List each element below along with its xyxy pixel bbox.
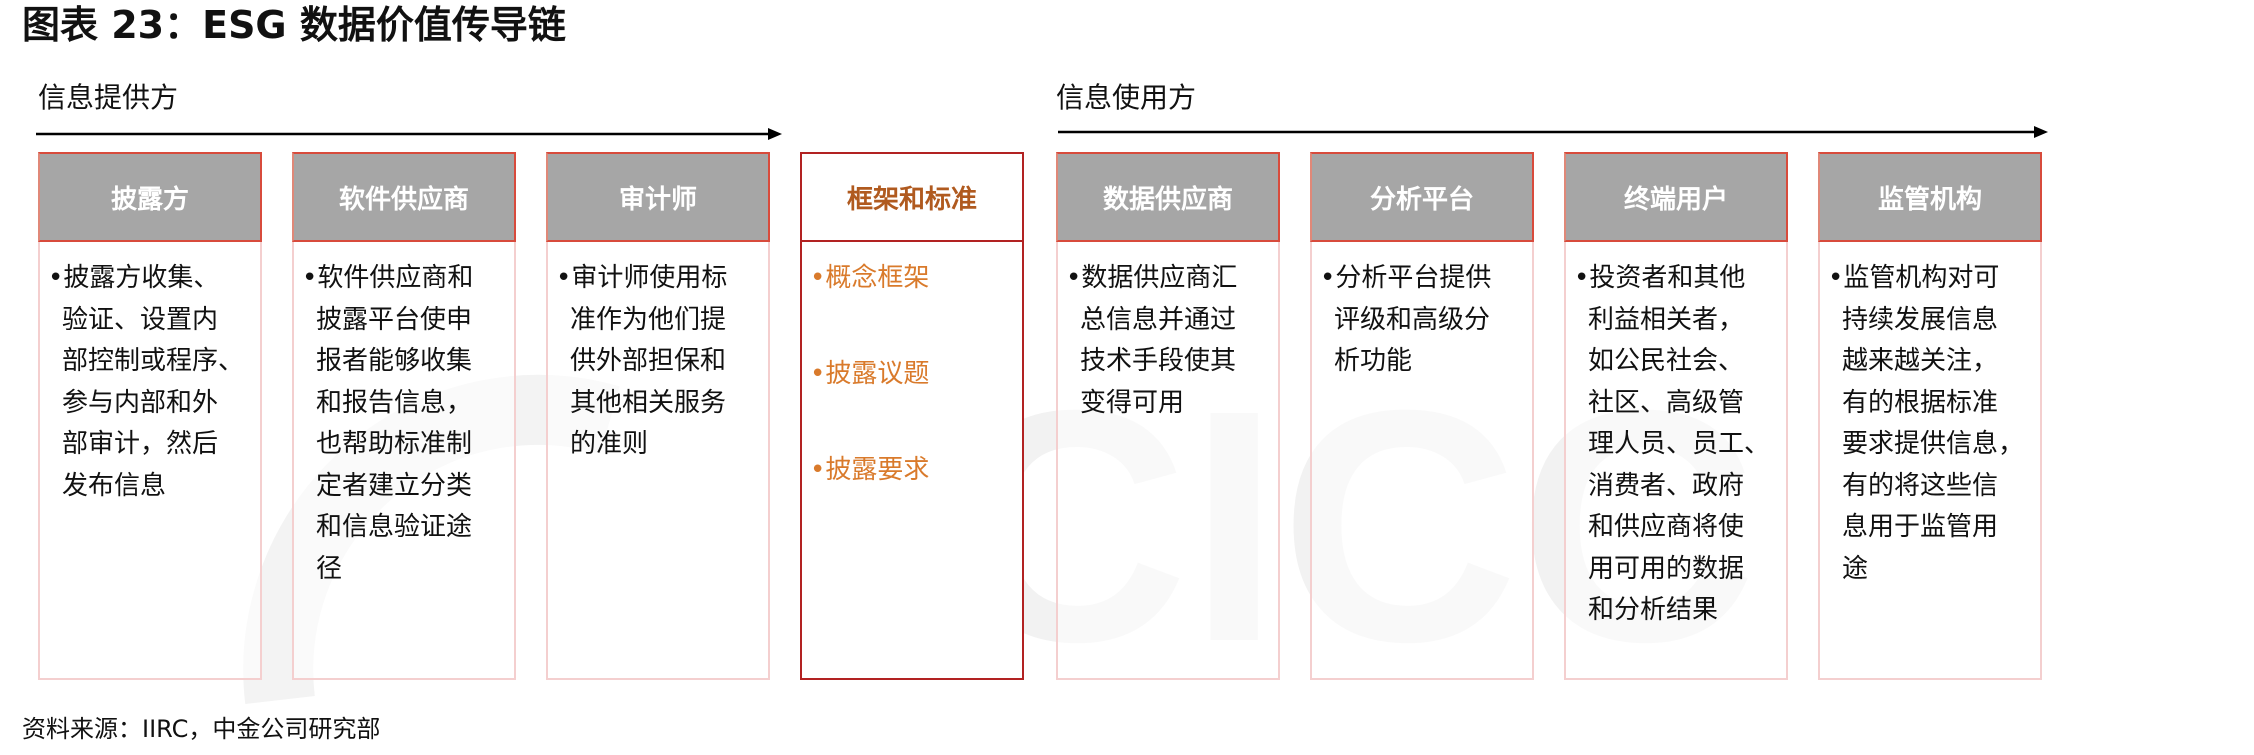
- source-note: 资料来源：IIRC，中金公司研究部: [22, 715, 381, 743]
- description-line: 和供应商将使: [1588, 512, 1745, 542]
- description-line: 准作为他们提: [570, 304, 727, 335]
- description-line: 部控制或程序、: [62, 346, 245, 376]
- description-line: 的准则: [570, 429, 649, 459]
- description-line: •投资者和其他: [1574, 263, 1746, 293]
- description-line: 如公民社会、: [1588, 346, 1745, 376]
- page-title: 图表 23：ESG 数据价值传导链: [22, 3, 566, 47]
- description-line: 报者能够收集: [316, 346, 473, 376]
- column-analytics-platform: 分析平台 •分析平台提供 评级和高级分 析功能: [1310, 152, 1534, 680]
- column-description: •数据供应商汇 总信息并通过 技术手段使其 变得可用: [1066, 258, 1270, 424]
- column-description: •软件供应商和 披露平台使申 报者能够收集 和报告信息， 也帮助标准制 定者建立…: [302, 258, 506, 590]
- description-line: 有的将这些信: [1842, 470, 1999, 501]
- column-auditor: 审计师 •审计师使用标 准作为他们提 供外部担保和 其他相关服务 的准则: [546, 152, 770, 680]
- column-description: •投资者和其他 利益相关者， 如公民社会、 社区、高级管 理人员、员工、 消费者…: [1574, 258, 1778, 632]
- info-user-label: 信息使用方: [1056, 81, 1197, 114]
- description-line: 评级和高级分: [1334, 304, 1491, 335]
- column-description: •披露方收集、 验证、设置内 部控制或程序、 参与内部和外 部审计，然后 发布信…: [48, 258, 252, 507]
- description-line: 息用于监管用: [1842, 512, 1999, 542]
- framework-items: •概念框架 •披露议题 •披露要求: [810, 258, 1014, 546]
- description-line: 理人员、员工、: [1588, 429, 1771, 459]
- description-line: 和信息验证途: [316, 512, 473, 542]
- column-end-users: 终端用户 •投资者和其他 利益相关者， 如公民社会、 社区、高级管 理人员、员工…: [1564, 152, 1788, 680]
- description-line: •监管机构对可: [1828, 263, 2000, 293]
- column-regulators: 监管机构 •监管机构对可 持续发展信息 越来越关注， 有的根据标准 要求提供信息…: [1818, 152, 2042, 680]
- column-header: 分析平台: [1310, 152, 1534, 242]
- description-line: •数据供应商汇: [1066, 263, 1238, 293]
- description-line: 变得可用: [1080, 387, 1185, 418]
- description-line: 用可用的数据: [1588, 553, 1745, 584]
- user-arrow: [1058, 126, 2048, 138]
- description-line: 供外部担保和: [570, 346, 727, 376]
- framework-item: •概念框架: [810, 263, 930, 293]
- description-line: •软件供应商和: [302, 263, 474, 293]
- column-framework-standards: 框架和标准 •概念框架 •披露议题 •披露要求: [800, 152, 1024, 680]
- description-line: 利益相关者，: [1588, 304, 1745, 335]
- description-line: 和报告信息，: [316, 387, 473, 418]
- description-line: 和分析结果: [1588, 595, 1719, 625]
- description-line: 参与内部和外: [62, 387, 219, 418]
- description-line: 总信息并通过: [1080, 304, 1237, 335]
- description-line: 有的根据标准: [1842, 387, 1999, 418]
- description-line: 析功能: [1334, 346, 1413, 376]
- description-line: 社区、高级管: [1588, 387, 1745, 418]
- column-software-vendor: 软件供应商 •软件供应商和 披露平台使申 报者能够收集 和报告信息， 也帮助标准…: [292, 152, 516, 680]
- column-description: •审计师使用标 准作为他们提 供外部担保和 其他相关服务 的准则: [556, 258, 760, 466]
- description-line: 消费者、政府: [1588, 470, 1745, 501]
- provider-arrow: [36, 128, 782, 140]
- column-header: 审计师: [546, 152, 770, 242]
- description-line: 也帮助标准制: [316, 429, 473, 459]
- column-header: 披露方: [38, 152, 262, 242]
- description-line: 越来越关注，: [1842, 346, 1999, 376]
- description-line: •分析平台提供: [1320, 263, 1492, 293]
- description-line: 径: [316, 553, 343, 584]
- description-line: 持续发展信息: [1842, 304, 1999, 335]
- description-line: 途: [1842, 553, 1869, 584]
- description-line: 部审计，然后: [62, 429, 219, 459]
- column-header: 数据供应商: [1056, 152, 1280, 242]
- info-provider-label: 信息提供方: [38, 81, 179, 114]
- column-disclosing-party: 披露方 •披露方收集、 验证、设置内 部控制或程序、 参与内部和外 部审计，然后…: [38, 152, 262, 680]
- description-line: 要求提供信息，: [1842, 429, 2025, 459]
- column-description: •监管机构对可 持续发展信息 越来越关注， 有的根据标准 要求提供信息， 有的将…: [1828, 258, 2032, 590]
- column-description: •分析平台提供 评级和高级分 析功能: [1320, 258, 1524, 383]
- description-line: 验证、设置内: [62, 304, 219, 335]
- description-line: 技术手段使其: [1080, 346, 1237, 376]
- description-line: 披露平台使申: [316, 304, 473, 335]
- column-header: 终端用户: [1564, 152, 1788, 242]
- column-header: 框架和标准: [802, 154, 1022, 242]
- column-header: 监管机构: [1818, 152, 2042, 242]
- framework-item: •披露要求: [810, 455, 930, 485]
- description-line: •审计师使用标: [556, 263, 728, 293]
- description-line: 定者建立分类: [316, 470, 473, 501]
- column-header: 软件供应商: [292, 152, 516, 242]
- column-data-vendor: 数据供应商 •数据供应商汇 总信息并通过 技术手段使其 变得可用: [1056, 152, 1280, 680]
- description-line: 其他相关服务: [570, 387, 727, 418]
- description-line: 发布信息: [62, 470, 167, 501]
- description-line: •披露方收集、: [48, 263, 220, 293]
- framework-item: •披露议题: [810, 359, 930, 389]
